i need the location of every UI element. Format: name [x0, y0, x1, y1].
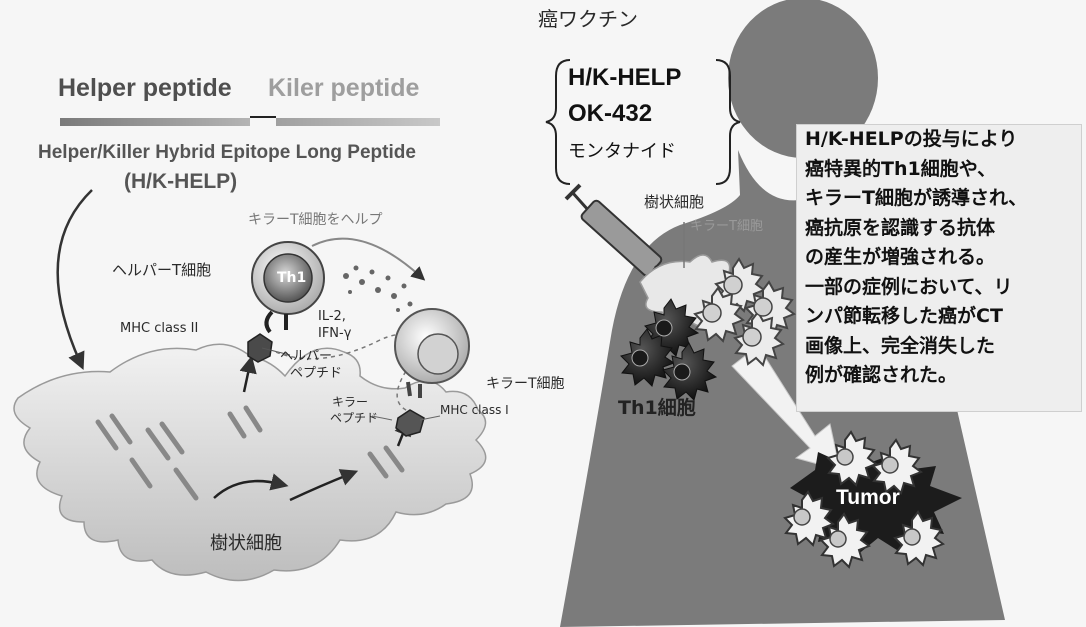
cytokine-label-1: IL-2,	[318, 310, 346, 325]
note-line-9: 例が確認された。	[797, 361, 1081, 391]
note-line-1: H/K-HELPの投与により	[797, 125, 1081, 155]
vaccine-item-3: モンタナイド	[568, 142, 676, 163]
shoulder-dendritic-label: 樹状細胞	[644, 194, 704, 211]
helper-peptide-label: Helper peptide	[58, 74, 232, 103]
note-line-7: ンパ節転移した癌がCT	[797, 302, 1081, 332]
killer-t-nucleus	[418, 334, 458, 374]
hybrid-title: Helper/Killer Hybrid Epitope Long Peptid…	[38, 142, 416, 164]
tcr-receptor	[266, 312, 286, 332]
help-arc	[312, 239, 420, 276]
th1-label: Th1	[277, 270, 306, 286]
note-line-8: 画像上、完全消失した	[797, 332, 1081, 362]
tumor-label: Tumor	[836, 486, 900, 510]
killer-peptide-jp-2: ペプチド	[330, 412, 378, 426]
note-line-6: 一部の症例において、リ	[797, 273, 1081, 303]
helper-t-cell-label: ヘルパーT細胞	[112, 262, 211, 279]
cytokine-label-2: IFN-γ	[318, 327, 351, 342]
note-line-4: 癌抗原を認識する抗体	[797, 214, 1081, 244]
hybrid-abbr: (H/K-HELP)	[124, 170, 237, 194]
helper-peptide-jp-2: ペプチド	[290, 367, 342, 382]
note-line-3: キラーT細胞が誘導され、	[797, 184, 1081, 214]
vaccine-item-1: H/K-HELP	[568, 64, 681, 92]
helper-peptide-bar	[60, 118, 250, 126]
helper-peptide-molecule	[248, 334, 272, 362]
cytokine-dots	[343, 266, 413, 313]
killer-t-cell-label: キラーT細胞	[486, 376, 565, 392]
result-note-panel: H/K-HELPの投与により 癌特異的Th1細胞や、 キラーT細胞が誘導され、 …	[796, 124, 1082, 412]
mhc2-label: MHC class II	[120, 322, 198, 337]
helper-peptide-jp-1: ヘルパー	[280, 350, 332, 365]
killer-peptide-jp-1: キラー	[332, 396, 368, 410]
vaccine-title: 癌ワクチン	[538, 8, 638, 31]
vaccine-item-2: OK-432	[568, 100, 652, 128]
killer-faded-label: キラーT細胞	[690, 220, 763, 235]
mhc1-label: MHC class I	[440, 404, 509, 418]
delivery-arrow	[58, 190, 92, 362]
killer-peptide-bar	[276, 118, 440, 126]
killer-peptide-label: Kiler peptide	[268, 74, 419, 103]
help-killer-label: キラーT細胞をヘルプ	[248, 212, 383, 228]
dendritic-cell-label: 樹状細胞	[210, 534, 282, 555]
note-line-2: 癌特異的Th1細胞や、	[797, 155, 1081, 185]
note-line-5: の産生が増強される。	[797, 243, 1081, 273]
th1-cells-label: Th1細胞	[618, 398, 696, 420]
